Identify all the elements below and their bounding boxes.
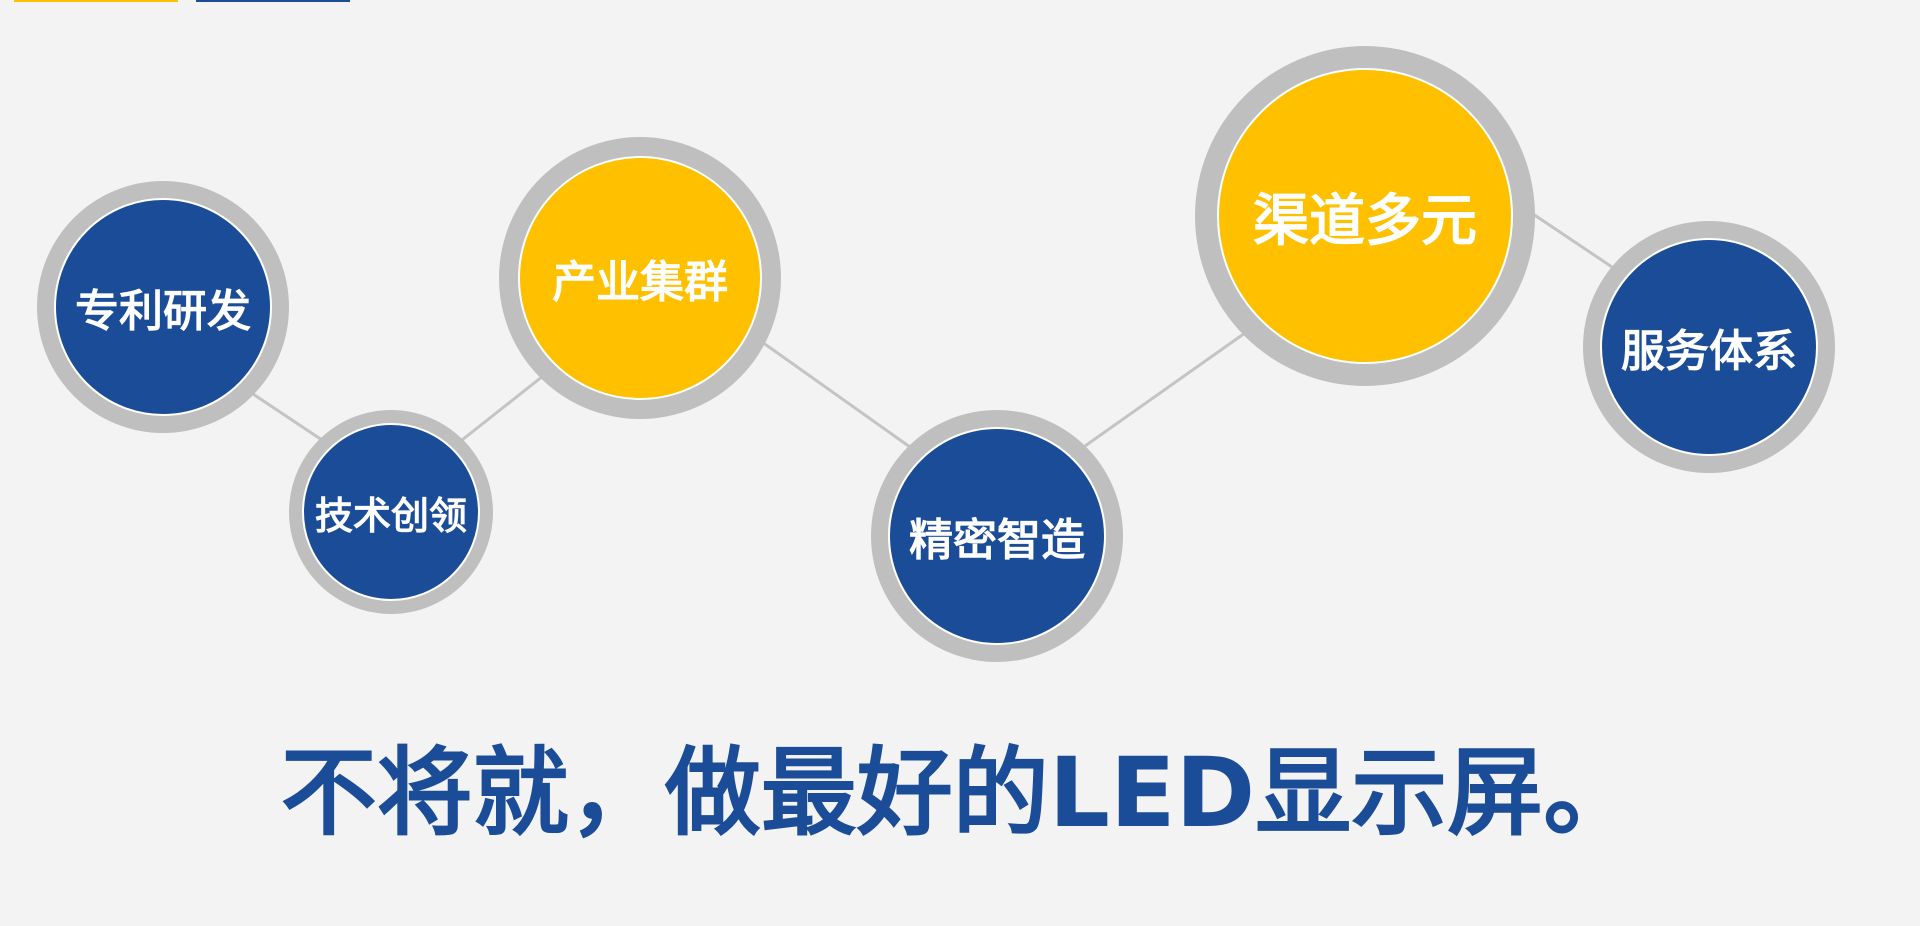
node-precision-manufacturing: 精密智造: [871, 410, 1123, 662]
connector-channels-to-service: [1532, 212, 1613, 269]
connector-tech-to-cluster: [461, 374, 544, 442]
node-diversified-channels-core: 渠道多元: [1217, 68, 1513, 364]
node-tech-leadership: 技术创领: [289, 410, 493, 614]
node-patent-rd-label: 专利研发: [75, 286, 251, 337]
node-tech-leadership-core: 技术创领: [302, 423, 480, 601]
connector-precision-to-channels: [1084, 331, 1246, 448]
node-service-system-core: 服务体系: [1600, 238, 1818, 456]
node-precision-manufacturing-label: 精密智造: [909, 515, 1085, 566]
node-precision-manufacturing-core: 精密智造: [888, 427, 1106, 645]
node-diversified-channels: 渠道多元: [1195, 46, 1535, 386]
node-patent-rd: 专利研发: [37, 181, 289, 433]
top-accent-yellow-bar: [14, 0, 178, 2]
node-industry-cluster-core: 产业集群: [518, 156, 762, 400]
node-service-system: 服务体系: [1583, 221, 1835, 473]
node-industry-cluster: 产业集群: [499, 137, 781, 419]
connector-cluster-to-precision: [761, 340, 911, 449]
node-tech-leadership-label: 技术创领: [314, 493, 467, 538]
top-accent-blue-bar: [196, 0, 350, 2]
node-patent-rd-core: 专利研发: [54, 198, 272, 416]
node-service-system-label: 服务体系: [1621, 326, 1797, 377]
connector-patent-to-tech: [249, 390, 323, 442]
node-diversified-channels-label: 渠道多元: [1253, 188, 1477, 254]
slogan-headline: 不将就，做最好的LED显示屏。: [280, 737, 1640, 849]
node-industry-cluster-label: 产业集群: [552, 257, 728, 308]
